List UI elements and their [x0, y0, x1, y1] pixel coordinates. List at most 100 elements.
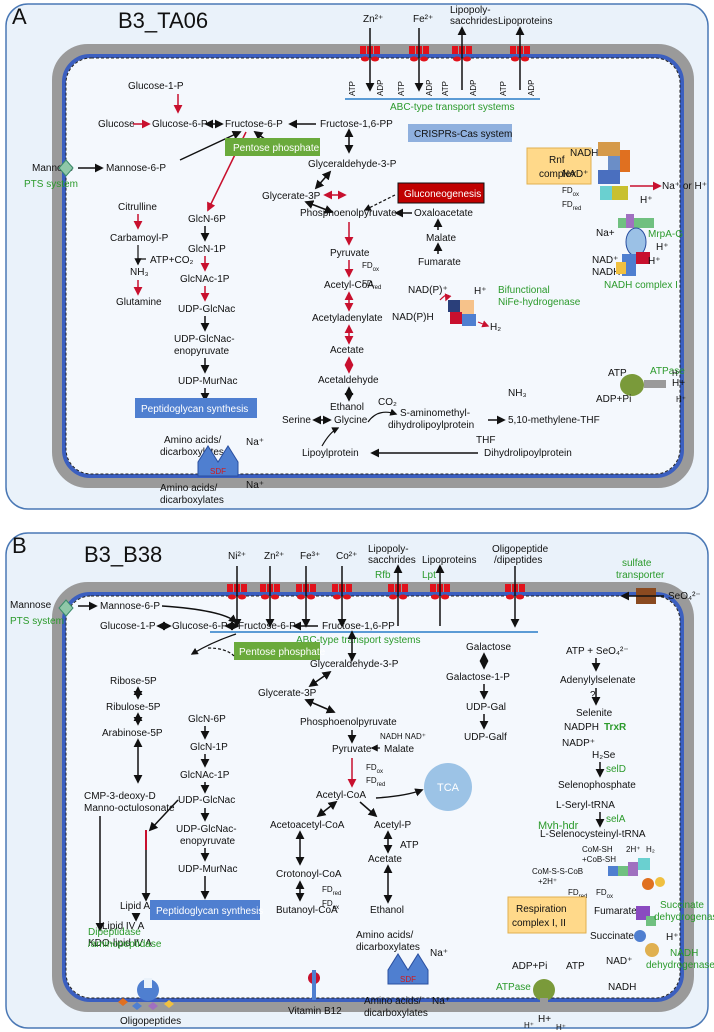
svg-text:UDP-GlcNac: UDP-GlcNac	[178, 304, 235, 315]
svg-text:Pentose phosphate: Pentose phosphate	[233, 143, 320, 154]
svg-text:UDP-GlcNac-: UDP-GlcNac-	[174, 334, 235, 345]
svg-text:Acetyladenylate: Acetyladenylate	[312, 313, 383, 324]
svg-text:UDP-MurNac: UDP-MurNac	[178, 376, 237, 387]
svg-text:H+: H+	[672, 378, 685, 389]
svg-text:Fumarate: Fumarate	[594, 906, 637, 917]
svg-text:H⁺: H⁺	[666, 932, 679, 943]
svg-text:GlcNAc-1P: GlcNAc-1P	[180, 274, 230, 285]
svg-text:Butanoyl-CoA: Butanoyl-CoA	[276, 905, 338, 916]
lps-label-1: Lipopoly-	[450, 5, 491, 16]
svg-text:CMP-3-deoxy-D: CMP-3-deoxy-D	[84, 791, 156, 802]
svg-text:GlcN-6P: GlcN-6P	[188, 714, 226, 725]
svg-text:Rfb: Rfb	[375, 570, 391, 581]
svg-text:ATP: ATP	[608, 368, 627, 379]
abc-label-a: ABC-type transport systems	[390, 102, 514, 113]
svg-text:Na⁺ or H⁺: Na⁺ or H⁺	[662, 181, 707, 192]
svg-text:2H⁺: 2H⁺	[626, 845, 640, 854]
svg-text:ADP: ADP	[469, 80, 478, 96]
svg-text:Gluconeogenesis: Gluconeogenesis	[404, 189, 481, 200]
svg-text:CoM-SH: CoM-SH	[582, 845, 613, 854]
svg-text:Succinate: Succinate	[660, 900, 704, 911]
svg-text:NADH complex I: NADH complex I	[604, 280, 678, 291]
svg-text:Glyceraldehyde-3-P: Glyceraldehyde-3-P	[308, 159, 397, 170]
svg-text:FDred: FDred	[362, 279, 381, 291]
svg-text:Ethanol: Ethanol	[370, 905, 404, 916]
svg-text:ATP+CO₂: ATP+CO₂	[150, 255, 194, 266]
svg-text:Dipeptidase: Dipeptidase	[88, 927, 141, 938]
svg-text:/dipeptides: /dipeptides	[494, 555, 542, 566]
svg-text:UDP-GlcNac-: UDP-GlcNac-	[176, 824, 237, 835]
panel-title-b: B3_B38	[84, 542, 162, 567]
svg-text:Acetyl-CoA: Acetyl-CoA	[316, 790, 366, 801]
svg-text:Fructose-1,6-PP: Fructose-1,6-PP	[320, 119, 393, 130]
svg-text:Fructose-6-P: Fructose-6-P	[238, 621, 296, 632]
svg-text:UDP-GlcNac: UDP-GlcNac	[178, 795, 235, 806]
svg-text:Na⁺: Na⁺	[246, 480, 264, 491]
svg-text:NAD(P)⁺: NAD(P)⁺	[408, 285, 448, 296]
svg-text:PTS system: PTS system	[10, 616, 64, 627]
svg-text:Lipopoly-: Lipopoly-	[368, 544, 409, 555]
svg-text:enopyruvate: enopyruvate	[180, 836, 235, 847]
svg-text:Glucose: Glucose	[98, 119, 135, 130]
rnf-box	[526, 147, 592, 185]
panel-b: B B3_B38 Ni²⁺ Zn²⁺ Fe³⁺ Co²⁺ Lipopoly- s…	[5, 532, 714, 1032]
svg-text:H⁺: H⁺	[672, 369, 682, 378]
svg-text:L-Selenocysteinyl-tRNA: L-Selenocysteinyl-tRNA	[540, 829, 646, 840]
svg-text:FDred: FDred	[562, 200, 581, 212]
svg-text:dicarboxylates: dicarboxylates	[364, 1008, 428, 1019]
svg-text:Mannose: Mannose	[32, 163, 74, 174]
svg-text:ADP: ADP	[527, 80, 536, 96]
panel-a: A B3_TA06 Zn²⁺ Fe²⁺ Lipopoly- sacchrides…	[5, 3, 709, 510]
svg-text:Glucose-6-P: Glucose-6-P	[152, 119, 208, 130]
svg-text:dehydrogenase: dehydrogenase	[654, 912, 714, 923]
svg-text:Galactose-1-P: Galactose-1-P	[446, 672, 510, 683]
svg-text:enopyruvate: enopyruvate	[174, 346, 229, 357]
svg-text:dehydrogenase: dehydrogenase	[646, 960, 714, 971]
svg-text:Fumarate: Fumarate	[418, 257, 461, 268]
svg-text:sacchrides: sacchrides	[368, 555, 416, 566]
svg-text:Acetate: Acetate	[330, 345, 364, 356]
svg-text:ABC-type transport systems: ABC-type transport systems	[296, 635, 420, 646]
svg-text:Dihydrolipoylprotein: Dihydrolipoylprotein	[484, 448, 572, 459]
svg-text:SDF: SDF	[400, 975, 416, 984]
svg-text:Glycerate-3P: Glycerate-3P	[262, 191, 321, 202]
svg-text:ADP: ADP	[376, 80, 385, 96]
svg-text:Selenite: Selenite	[576, 708, 613, 719]
svg-text:H+: H+	[538, 1014, 551, 1025]
svg-text:Ribulose-5P: Ribulose-5P	[106, 702, 161, 713]
svg-text:+CoB-SH: +CoB-SH	[582, 855, 616, 864]
svg-text:ATPase: ATPase	[650, 366, 685, 377]
svg-text:MrpA-G: MrpA-G	[648, 229, 683, 240]
svg-text:FDox: FDox	[362, 261, 379, 273]
svg-text:FDred: FDred	[322, 885, 341, 897]
svg-text:Galactose: Galactose	[466, 642, 511, 653]
svg-text:Phosphoenolpyruvate: Phosphoenolpyruvate	[300, 208, 397, 219]
svg-text:SeO₄²⁻: SeO₄²⁻	[668, 591, 701, 602]
svg-text:Oligopeptide: Oligopeptide	[492, 544, 549, 555]
svg-text:NH₃: NH₃	[508, 388, 527, 399]
svg-text:dicarboxylates: dicarboxylates	[160, 447, 224, 458]
svg-text:Acetate: Acetate	[368, 854, 402, 865]
svg-text:Adenylylselenate: Adenylylselenate	[560, 675, 636, 686]
svg-text:S-aminomethyl-: S-aminomethyl-	[400, 408, 470, 419]
svg-text:FDox: FDox	[322, 899, 339, 911]
svg-text:NADH: NADH	[670, 948, 698, 959]
svg-text:+2H⁺: +2H⁺	[538, 877, 557, 886]
svg-text:Amino acids/: Amino acids/	[164, 435, 221, 446]
svg-text:H₂: H₂	[490, 322, 501, 333]
svg-text:Oxaloacetate: Oxaloacetate	[414, 208, 473, 219]
svg-text:NAD(P)H: NAD(P)H	[392, 312, 434, 323]
cell-wall-b	[52, 582, 694, 1012]
svg-text:UDP-Galf: UDP-Galf	[464, 732, 507, 743]
svg-text:NH₃: NH₃	[130, 267, 149, 278]
svg-text:KDO-lipid IV A: KDO-lipid IV A	[88, 938, 152, 949]
svg-text:UDP-Gal: UDP-Gal	[466, 702, 506, 713]
svg-text:H⁺: H⁺	[648, 256, 661, 267]
svg-text:CoM-S-S-CoB: CoM-S-S-CoB	[532, 867, 583, 876]
svg-text:Malate: Malate	[426, 233, 456, 244]
svg-text:CO₂: CO₂	[378, 397, 397, 408]
peptidoglycan-box-a	[135, 398, 257, 418]
svg-text:H⁺: H⁺	[656, 242, 669, 253]
svg-text:ATP: ATP	[499, 81, 508, 96]
svg-text:transporter: transporter	[616, 570, 665, 581]
